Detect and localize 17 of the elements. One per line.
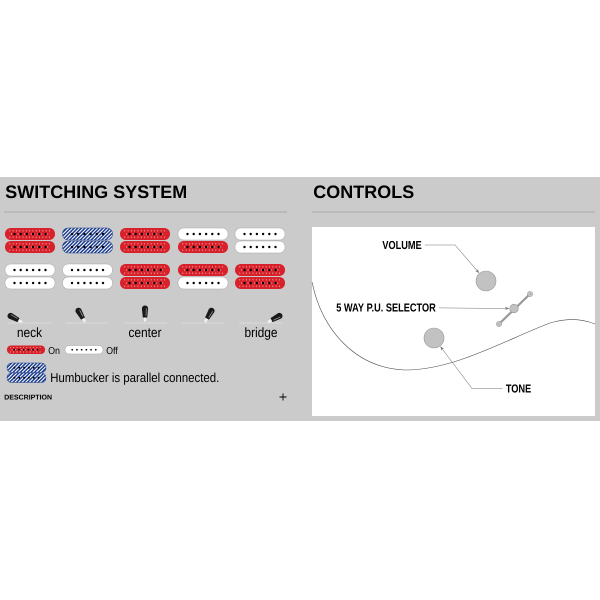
leader-line	[440, 346, 503, 389]
callout-label: TONE	[506, 384, 531, 393]
callout-label: VOLUME	[382, 240, 422, 250]
section-heading: CONTROLS	[314, 185, 414, 198]
knob-circle	[476, 270, 496, 292]
legend-label: On	[48, 347, 60, 354]
section-heading: SWITCHING SYSTEM	[6, 185, 186, 198]
knob-circle	[424, 328, 444, 348]
switch-position-label: center	[129, 328, 162, 338]
leader-line	[424, 244, 480, 273]
switch-position-label: neck	[18, 327, 42, 338]
switch-position-label: bridge	[245, 327, 277, 340]
callout-label: 5 WAY P.U. SELECTOR	[336, 303, 436, 312]
leader-line	[438, 307, 509, 310]
legend-label: Off	[106, 346, 118, 354]
legend-label: Humbucker is parallel connected.	[51, 372, 218, 385]
switch-knob	[509, 304, 519, 314]
